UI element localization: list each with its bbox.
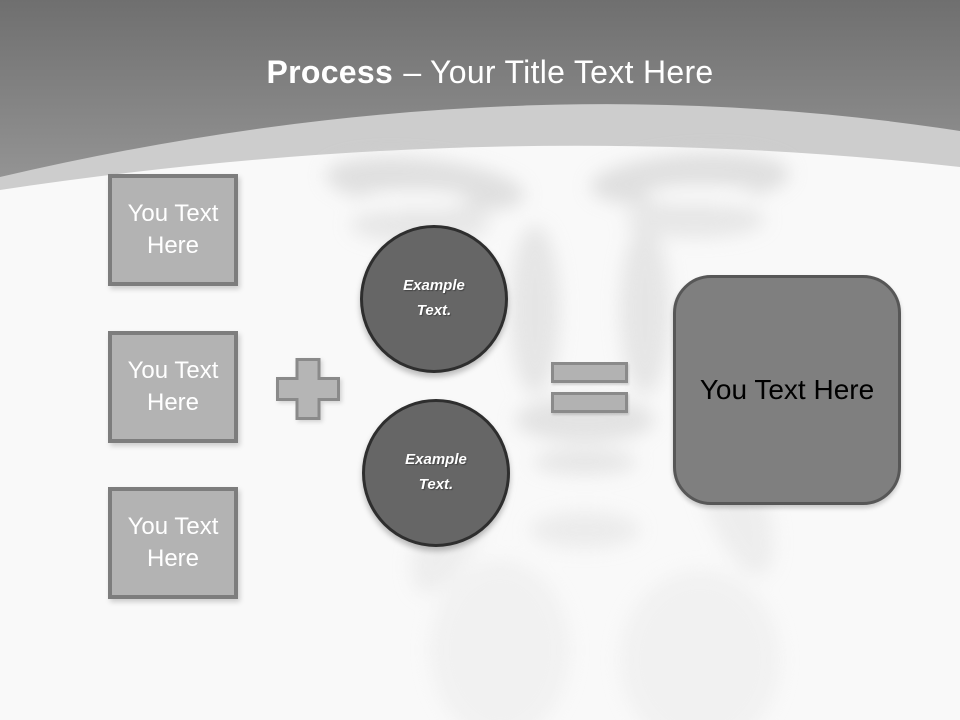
title-rest: – Your Title Text Here [403, 54, 714, 90]
slide-title[interactable]: Process– Your Title Text Here [10, 54, 960, 91]
example-circle-1-label: Example Text. [403, 277, 465, 319]
input-box-3-label: You Text Here [127, 513, 219, 572]
result-box-label: You Text Here [699, 374, 875, 405]
example-circle-2-label: Example Text. [405, 451, 467, 493]
input-box-2[interactable]: You Text Here [108, 331, 238, 443]
example-circle-1[interactable]: Example Text. [360, 225, 508, 373]
input-box-3[interactable]: You Text Here [108, 487, 238, 599]
title-keyword: Process [266, 54, 394, 90]
equals-bar-top [551, 362, 628, 383]
result-box[interactable]: You Text Here [673, 275, 901, 505]
input-box-2-label: You Text Here [127, 357, 219, 416]
equals-bar-bottom [551, 392, 628, 413]
input-box-1[interactable]: You Text Here [108, 174, 238, 286]
input-box-1-label: You Text Here [127, 200, 219, 259]
plus-icon [276, 358, 340, 420]
equals-icon [551, 362, 628, 413]
example-circle-2[interactable]: Example Text. [362, 399, 510, 547]
